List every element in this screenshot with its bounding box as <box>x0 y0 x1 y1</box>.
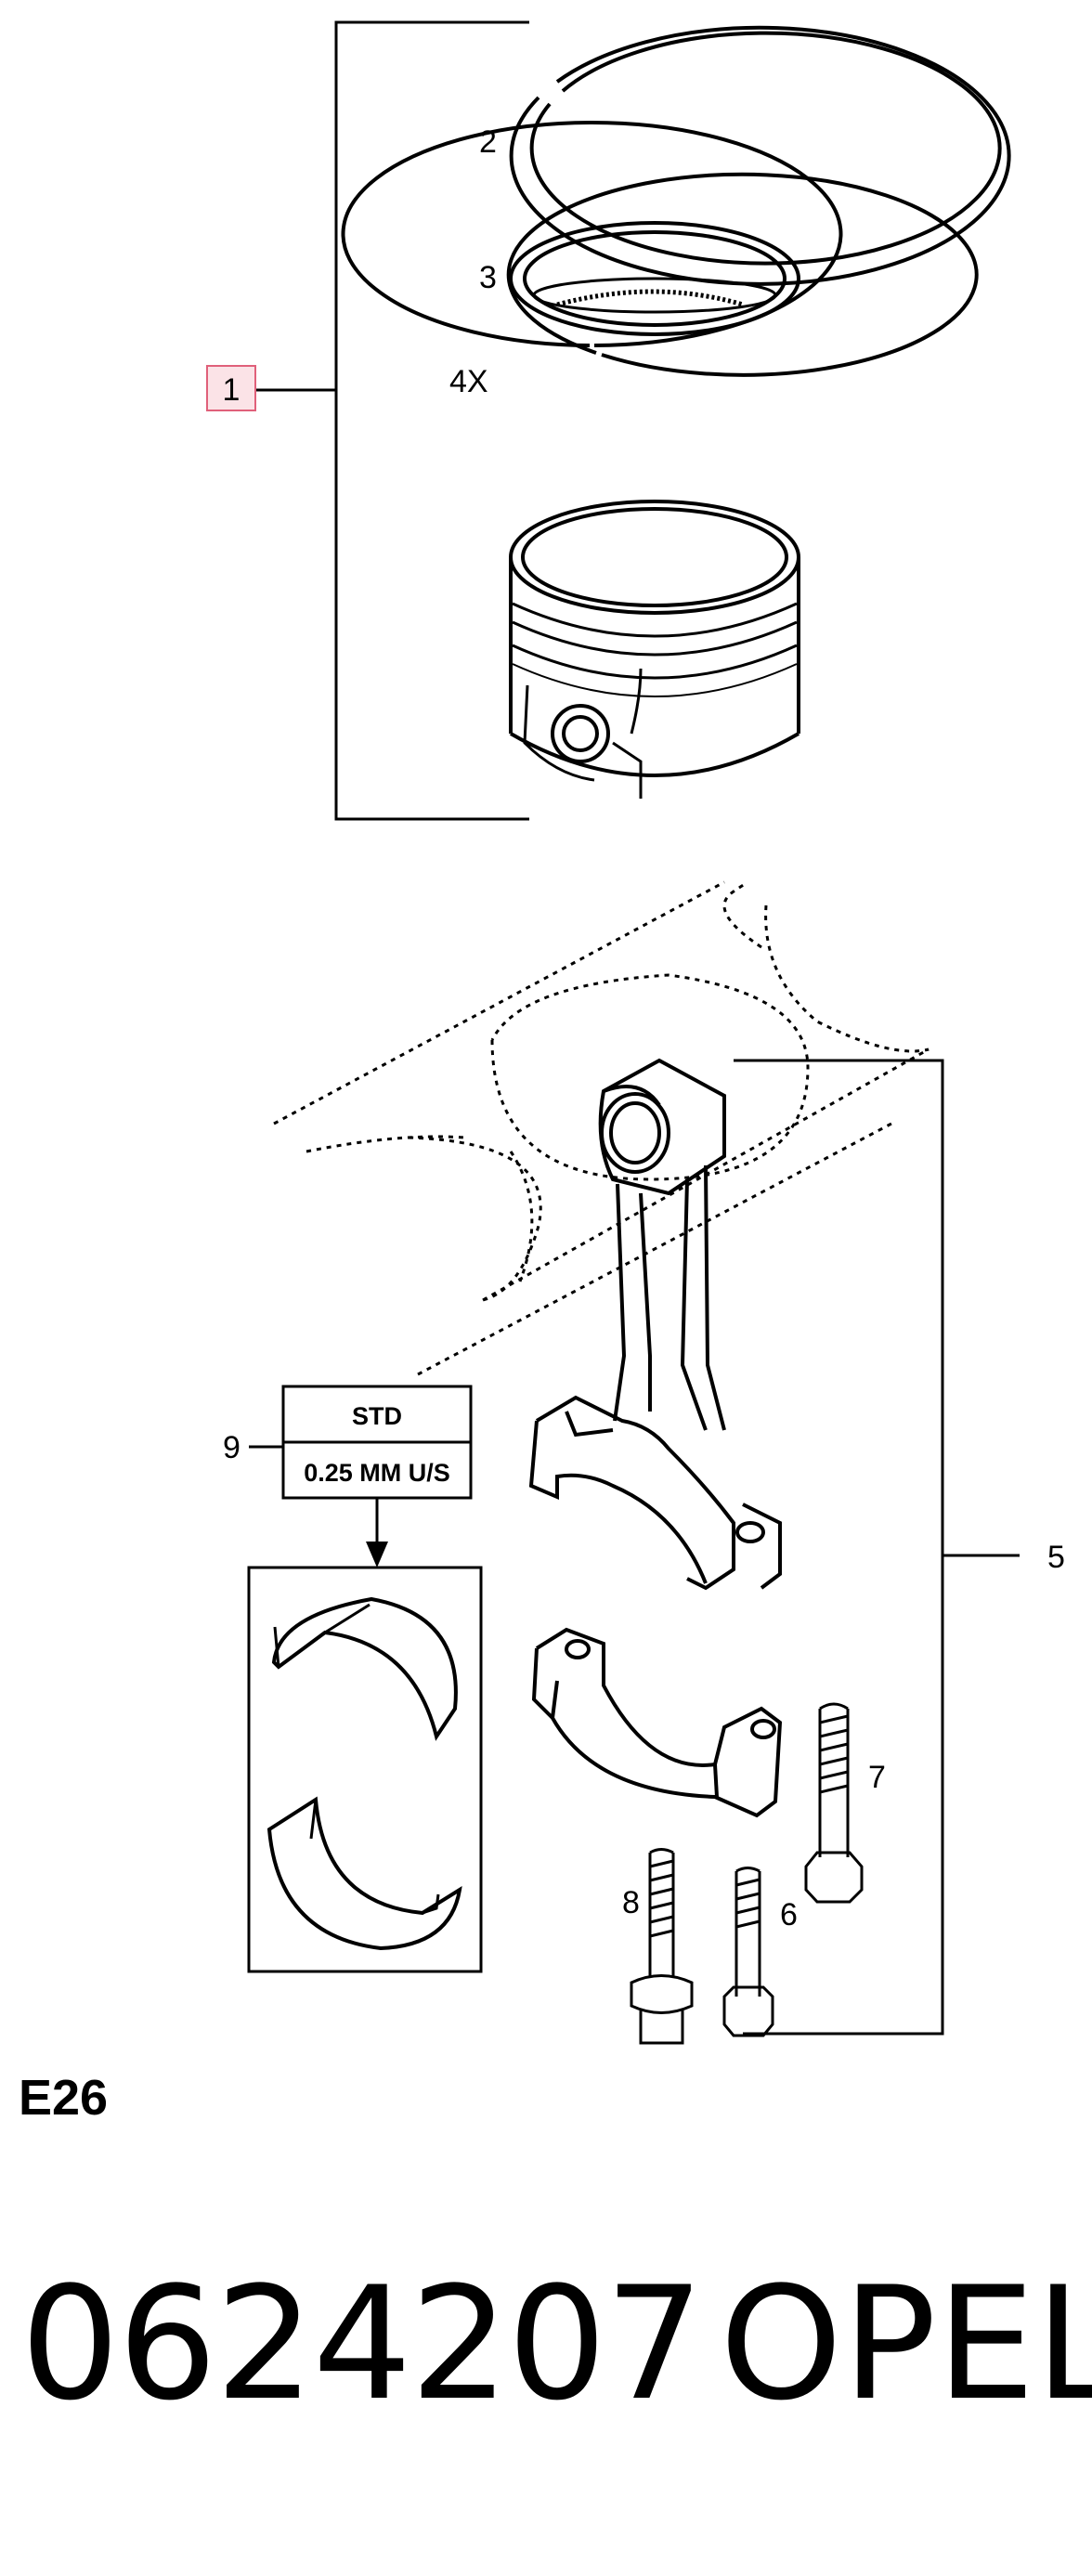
bearing-size-box: STD 0.25 MM U/S <box>249 1385 473 1568</box>
rod-cap-illustration <box>531 1627 783 1818</box>
connecting-rod-illustration <box>528 1058 782 1591</box>
piston-assembly-bracket <box>255 20 529 821</box>
piston-ring-second <box>509 221 800 336</box>
callout-5[interactable]: 5 <box>1047 1540 1065 1575</box>
rod-bolt-7 <box>804 1702 864 1904</box>
part-number: 0624207 <box>20 2253 704 2435</box>
piston-ring-bottom <box>341 121 979 377</box>
callout-1[interactable]: 1 <box>206 365 256 411</box>
callout-9[interactable]: 9 <box>223 1430 240 1465</box>
rod-nut-6 <box>722 1867 774 2037</box>
callout-6[interactable]: 6 <box>780 1897 798 1932</box>
callout-1-label: 1 <box>223 372 240 408</box>
brand-name: OPEL <box>720 2253 1092 2435</box>
callout-8[interactable]: 8 <box>622 1885 640 1920</box>
section-code: E26 <box>19 2070 109 2126</box>
size-undersize-label: 0.25 MM U/S <box>304 1459 450 1487</box>
piston-ring-top <box>509 25 1011 286</box>
callout-2[interactable]: 2 <box>479 124 497 160</box>
size-std-label: STD <box>352 1402 402 1430</box>
piston-illustration <box>509 500 800 799</box>
rod-bolt-8 <box>630 1848 694 2045</box>
callout-3[interactable]: 3 <box>479 260 497 295</box>
callout-4x[interactable]: 4X <box>449 364 488 399</box>
bearing-shells-box <box>247 1566 483 1973</box>
connecting-rod-bracket <box>734 1059 1020 2036</box>
callout-7[interactable]: 7 <box>868 1760 886 1795</box>
piston-ring-oil <box>532 277 777 314</box>
